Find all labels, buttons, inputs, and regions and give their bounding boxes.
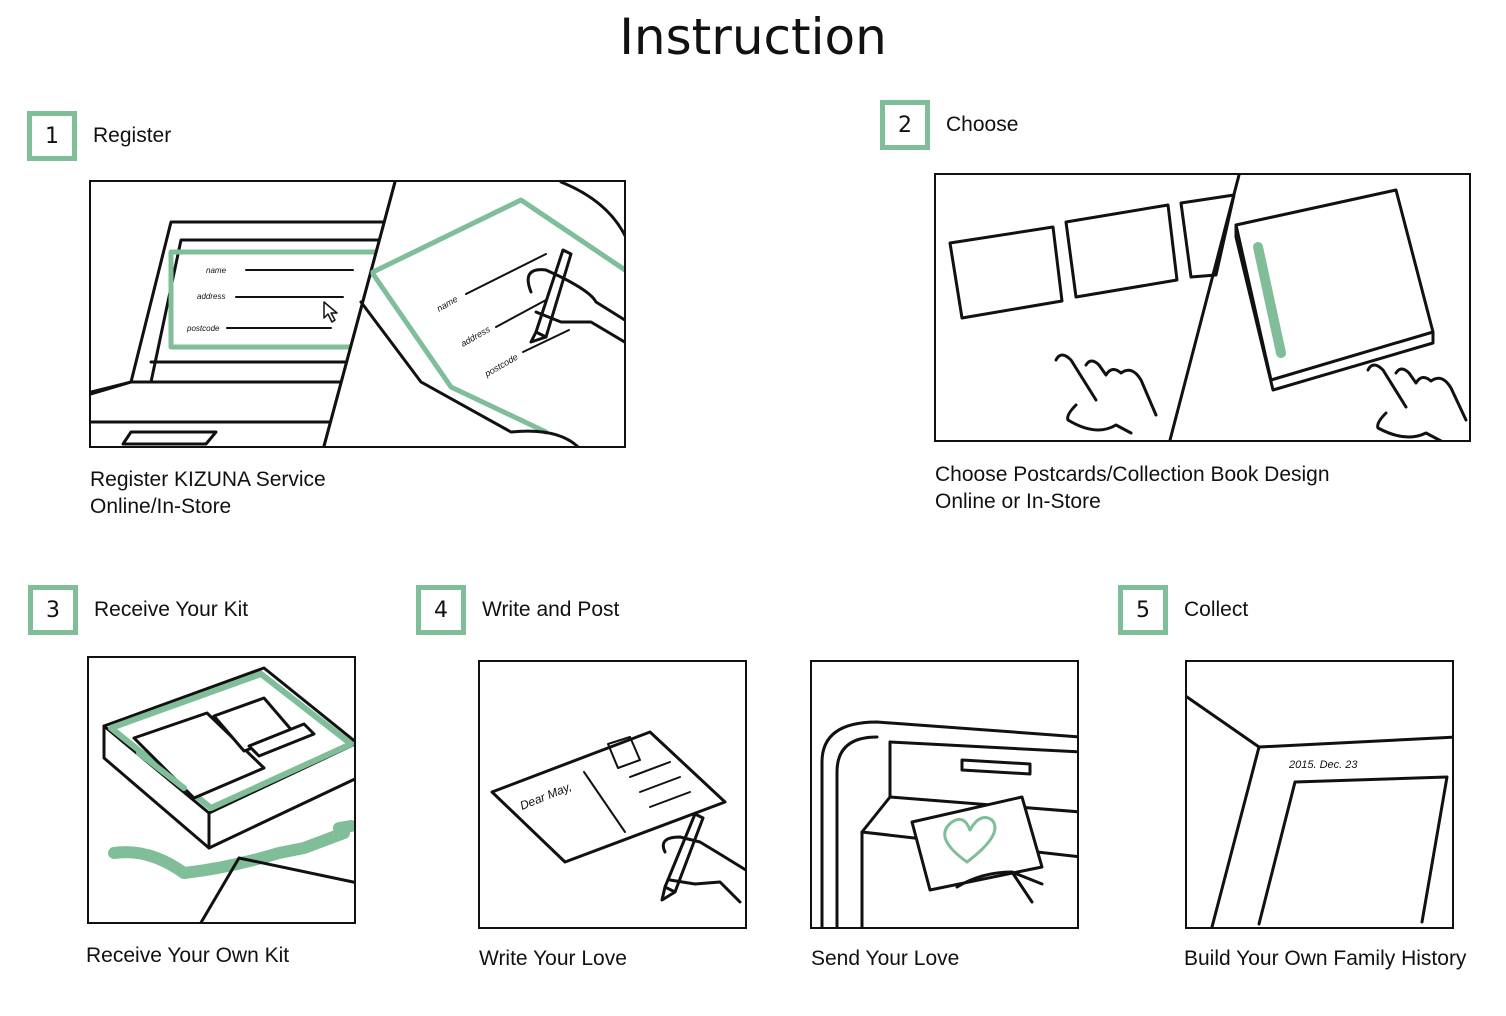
write-caption: Write Your Love <box>479 947 627 970</box>
step-3-header: 3 Receive Your Kit <box>28 585 248 635</box>
step-number-badge: 5 <box>1118 585 1168 635</box>
register-illustration: name address postcode name address postc… <box>89 180 626 448</box>
step-label: Register <box>93 124 172 147</box>
write-illustration: Dear May, <box>478 660 747 929</box>
laptop-postcode-label: postcode <box>186 324 220 333</box>
collect-illustration: 2015. Dec. 23 <box>1185 660 1454 929</box>
step-number-badge: 4 <box>416 585 466 635</box>
step-number-badge: 3 <box>28 585 78 635</box>
step-label: Collect <box>1184 598 1249 621</box>
send-illustration <box>810 660 1079 929</box>
register-caption-line-2: Online/In-Store <box>90 495 232 518</box>
step-label: Write and Post <box>482 598 620 621</box>
step-number-badge: 2 <box>880 100 930 150</box>
step-1-header: 1 Register <box>27 111 171 161</box>
choose-illustration <box>934 173 1471 442</box>
page-title: Instruction <box>619 8 887 66</box>
choose-caption-line-1: Choose Postcards/Collection Book Design <box>935 463 1330 486</box>
step-number-badge: 1 <box>27 111 77 161</box>
step-label: Receive Your Kit <box>94 598 249 621</box>
send-caption: Send Your Love <box>811 947 960 970</box>
album-date: 2015. Dec. 23 <box>1288 759 1358 771</box>
step-label: Choose <box>946 113 1019 136</box>
register-caption-line-1: Register KIZUNA Service <box>90 468 326 491</box>
collect-caption: Build Your Own Family History <box>1184 947 1467 970</box>
postcard-greeting: Dear May, <box>518 779 574 812</box>
register-caption: Register KIZUNA Service Online/In-Store <box>90 466 326 520</box>
choose-caption: Choose Postcards/Collection Book Design … <box>935 461 1330 515</box>
receive-kit-illustration <box>87 656 356 924</box>
step-5-header: 5 Collect <box>1118 585 1248 635</box>
step-4-header: 4 Write and Post <box>416 585 619 635</box>
choose-caption-line-2: Online or In-Store <box>935 490 1101 513</box>
step-2-header: 2 Choose <box>880 100 1018 150</box>
receive-caption: Receive Your Own Kit <box>86 944 290 967</box>
laptop-name-label: name <box>206 266 227 275</box>
laptop-address-label: address <box>197 292 225 301</box>
